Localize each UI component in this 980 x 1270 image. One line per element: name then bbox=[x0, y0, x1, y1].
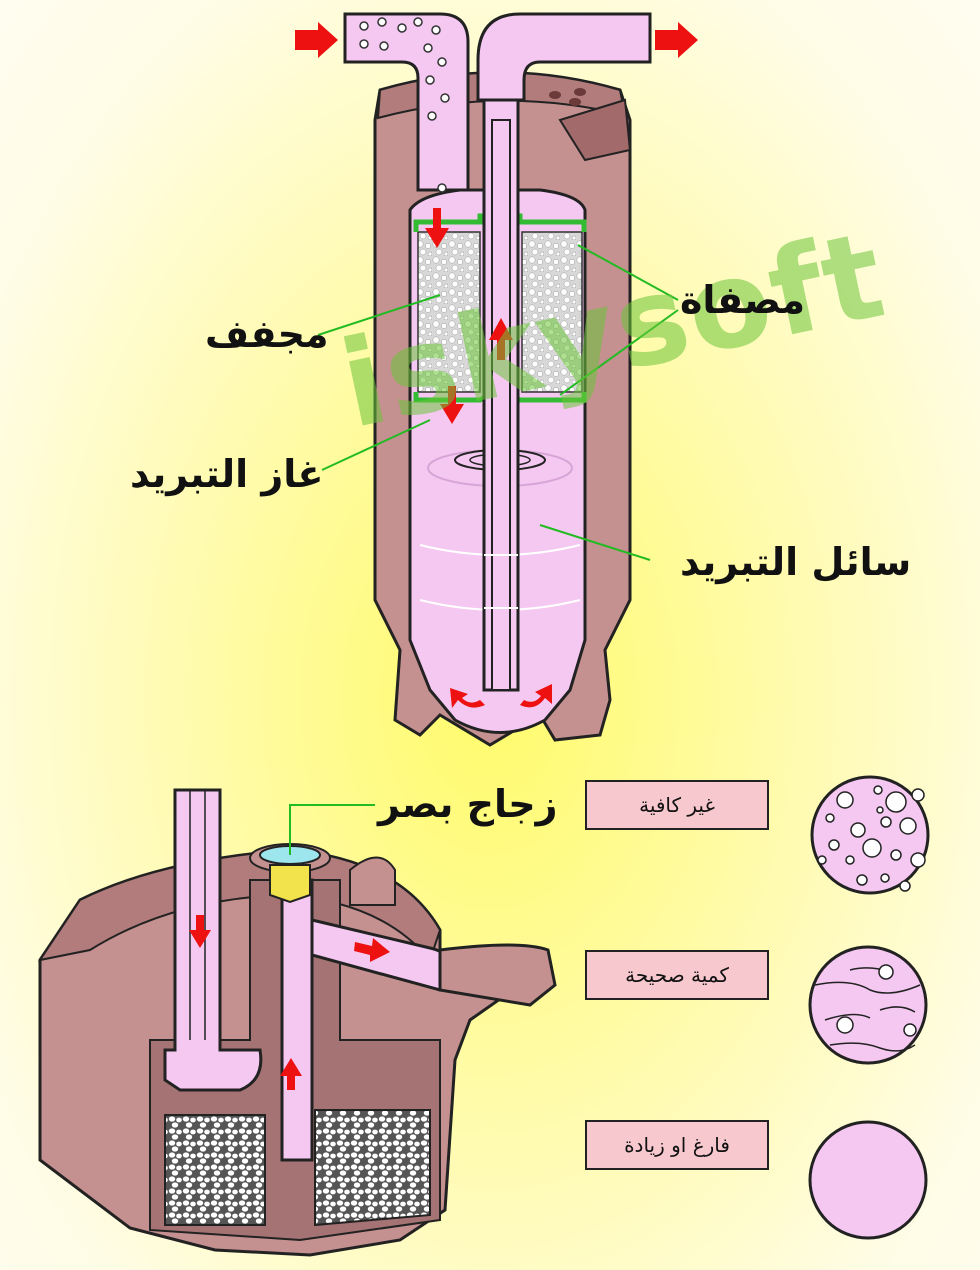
level-circle-empty bbox=[810, 1122, 926, 1238]
label-sight-glass: زجاج بصر bbox=[378, 782, 558, 826]
label-filter: مصفاة bbox=[680, 278, 805, 322]
level-indicators bbox=[810, 777, 928, 1238]
label-refrigerant-gas: غاز التبريد bbox=[130, 452, 324, 496]
sight-tube bbox=[282, 880, 312, 1160]
label-refrigerant-liquid: سائل التبريد bbox=[680, 540, 911, 584]
level-circle-correct bbox=[810, 947, 926, 1063]
level-label-correct: كمية صحيحة bbox=[585, 950, 769, 1000]
flow-arrow-in bbox=[295, 22, 338, 58]
level-label-insufficient: غير كافية bbox=[585, 780, 769, 830]
level-circle-insufficient bbox=[812, 777, 928, 893]
level-label-empty: فارغ او زيادة bbox=[585, 1120, 769, 1170]
sight-glass-cutaway bbox=[40, 790, 555, 1255]
desiccant-bottom-left bbox=[165, 1115, 265, 1225]
flow-arrow-out bbox=[655, 22, 698, 58]
label-desiccant: مجفف bbox=[205, 312, 329, 356]
desiccant-bottom-right bbox=[315, 1110, 430, 1225]
